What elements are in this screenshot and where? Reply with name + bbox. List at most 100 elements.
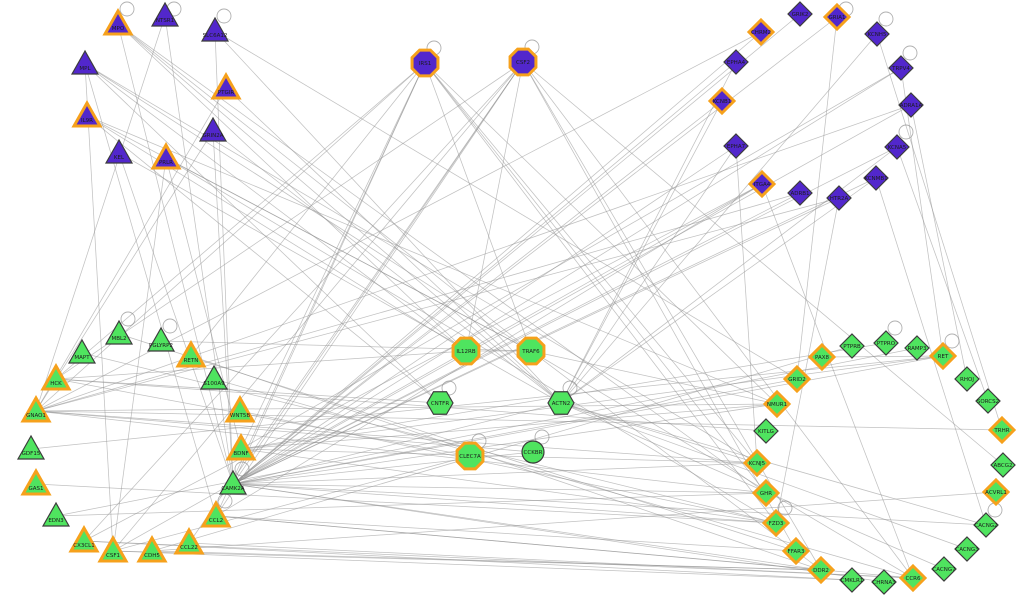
edge-KCNA5-SORCS2 (896, 146, 989, 402)
node-GDF15[interactable]: GDF15 (16, 434, 46, 460)
edge-GRIN2A-GNAO1 (35, 130, 214, 412)
node-CACNG3[interactable]: CACNG3 (954, 536, 980, 562)
node-CHRNA3[interactable]: CHRNA3 (871, 569, 897, 595)
triangle-shape (224, 394, 256, 423)
node-KEL[interactable]: KEL (104, 138, 134, 164)
node-PTPRB[interactable]: PTPRB (839, 333, 865, 359)
triangle-shape (102, 7, 134, 36)
node-ADRA1A[interactable]: ADRA1A (898, 92, 924, 118)
edge-HCK-KITLG (55, 378, 767, 432)
octagon-shape (508, 47, 538, 77)
node-IL9R[interactable]: IL9R (71, 99, 103, 128)
edge-CSF1-CMKLR1 (112, 550, 853, 581)
node-CCL2[interactable]: CCL2 (200, 499, 232, 528)
edge-IL9R-CNTFR (86, 115, 441, 404)
edge-KCNA5-ACTN2 (560, 146, 898, 404)
self-loop-FZD3 (777, 500, 793, 516)
edge-CSF2-IL12RB (465, 61, 524, 352)
node-CCKBR[interactable]: CCKBR (521, 440, 545, 464)
edge-TRAF6-CCR6 (530, 350, 914, 579)
diamond-shape (742, 448, 772, 478)
node-GRIK2[interactable]: GRIK2 (787, 1, 813, 27)
node-PGLYRP2[interactable]: PGLYRP2 (146, 326, 176, 352)
node-ITGA4[interactable]: ITGA4 (747, 169, 777, 199)
triangle-shape (218, 469, 248, 495)
edge-PRLR-CSF1 (112, 157, 167, 552)
node-SORCS2[interactable]: SORCS2 (975, 388, 1001, 414)
node-ABCG2[interactable]: ABCG2 (990, 452, 1016, 478)
edge-CCL22-CCR6 (188, 542, 914, 579)
node-IL12RB[interactable]: IL12RB (451, 336, 481, 366)
diamond-shape (707, 86, 737, 116)
node-KITLG[interactable]: KITLG (753, 418, 779, 444)
diamond-shape (864, 21, 890, 47)
node-CLEC7A[interactable]: CLEC7A (455, 441, 485, 471)
edge-GDF15-RET (30, 355, 944, 450)
node-TRAF6[interactable]: TRAF6 (516, 336, 546, 366)
diamond-shape (839, 567, 865, 593)
node-GNAO1[interactable]: GNAO1 (20, 394, 52, 423)
circle-shape (521, 440, 545, 464)
node-SLC6A12[interactable]: SLC6A12 (200, 16, 230, 42)
triangle-shape (41, 501, 71, 527)
diamond-shape (888, 55, 914, 81)
node-ACTN2[interactable]: ACTN2 (547, 391, 575, 415)
edge-HTR2A-GNAO1 (35, 197, 840, 412)
self-loop-MBL2 (120, 311, 136, 327)
node-CSF1[interactable]: CSF1 (97, 534, 129, 563)
node-IRS1[interactable]: IRS1 (410, 48, 440, 78)
node-EPHA7[interactable]: EPHA7 (723, 133, 749, 159)
diamond-shape (898, 92, 924, 118)
node-MPL[interactable]: MPL (70, 49, 100, 75)
diamond-shape (975, 388, 1001, 414)
node-GRIA1[interactable]: GRIA1 (822, 2, 852, 32)
node-CACNG7[interactable]: CACNG7 (931, 556, 957, 582)
node-GAS1[interactable]: GAS1 (20, 467, 52, 496)
edge-CAMK2A-FZD3 (232, 483, 777, 524)
edge-layer (30, 13, 1004, 583)
node-ACVRL1[interactable]: ACVRL1 (981, 477, 1011, 507)
node-NTSR1[interactable]: NTSR1 (150, 1, 180, 27)
diamond-shape (954, 366, 980, 392)
diamond-shape (787, 1, 813, 27)
edge-IRS1-RETN (190, 62, 426, 357)
diamond-shape (904, 335, 930, 361)
node-CHRM2[interactable]: CHRM2 (746, 17, 776, 47)
node-GHR[interactable]: GHR (751, 478, 781, 508)
node-ADRB1[interactable]: ADRB1 (787, 180, 813, 206)
node-RHOJ[interactable]: RHOJ (954, 366, 980, 392)
node-CNTFR[interactable]: CNTFR (426, 391, 454, 415)
triangle-shape (20, 394, 52, 423)
node-CCR6[interactable]: CCR6 (898, 563, 928, 593)
octagon-shape (516, 336, 546, 366)
diamond-shape (981, 477, 1011, 507)
node-TRHR[interactable]: TRHR (987, 415, 1017, 445)
node-EPHA4[interactable]: EPHA4 (723, 49, 749, 75)
node-CSF2[interactable]: CSF2 (508, 47, 538, 77)
node-PAX8[interactable]: PAX8 (807, 342, 837, 372)
self-loop-KCNH5 (878, 11, 894, 27)
edge-EDN3-GHR (55, 492, 767, 517)
edge-GNAO1-NMUR1 (35, 403, 778, 412)
edge-EDN3-RAMP3 (55, 347, 918, 517)
node-S100A9[interactable]: S100A9 (199, 364, 229, 390)
edge-GNAO1-KCNJ5 (35, 410, 758, 464)
edge-KCNMB1-CAMK2A (232, 177, 877, 485)
node-KCNB1[interactable]: KCNB1 (707, 86, 737, 116)
diamond-shape (822, 2, 852, 32)
edge-EPHA7-ACTN2 (560, 145, 737, 404)
node-PRLR[interactable]: PRLR (150, 141, 182, 170)
diamond-shape (839, 333, 865, 359)
node-MPO[interactable]: MPO (102, 7, 134, 36)
edge-CACNG3-ACTN2 (560, 402, 968, 550)
edge-GRIA1-CAMK2A (232, 16, 838, 485)
node-MAPT[interactable]: MAPT (67, 338, 97, 364)
triangle-shape (199, 364, 229, 390)
triangle-shape (40, 362, 72, 391)
node-CDH5[interactable]: CDH5 (136, 534, 168, 563)
edge-CAMK2A-NMUR1 (232, 403, 778, 485)
diamond-shape (826, 185, 852, 211)
node-HTR2A[interactable]: HTR2A (826, 185, 852, 211)
triangle-shape (146, 326, 176, 352)
